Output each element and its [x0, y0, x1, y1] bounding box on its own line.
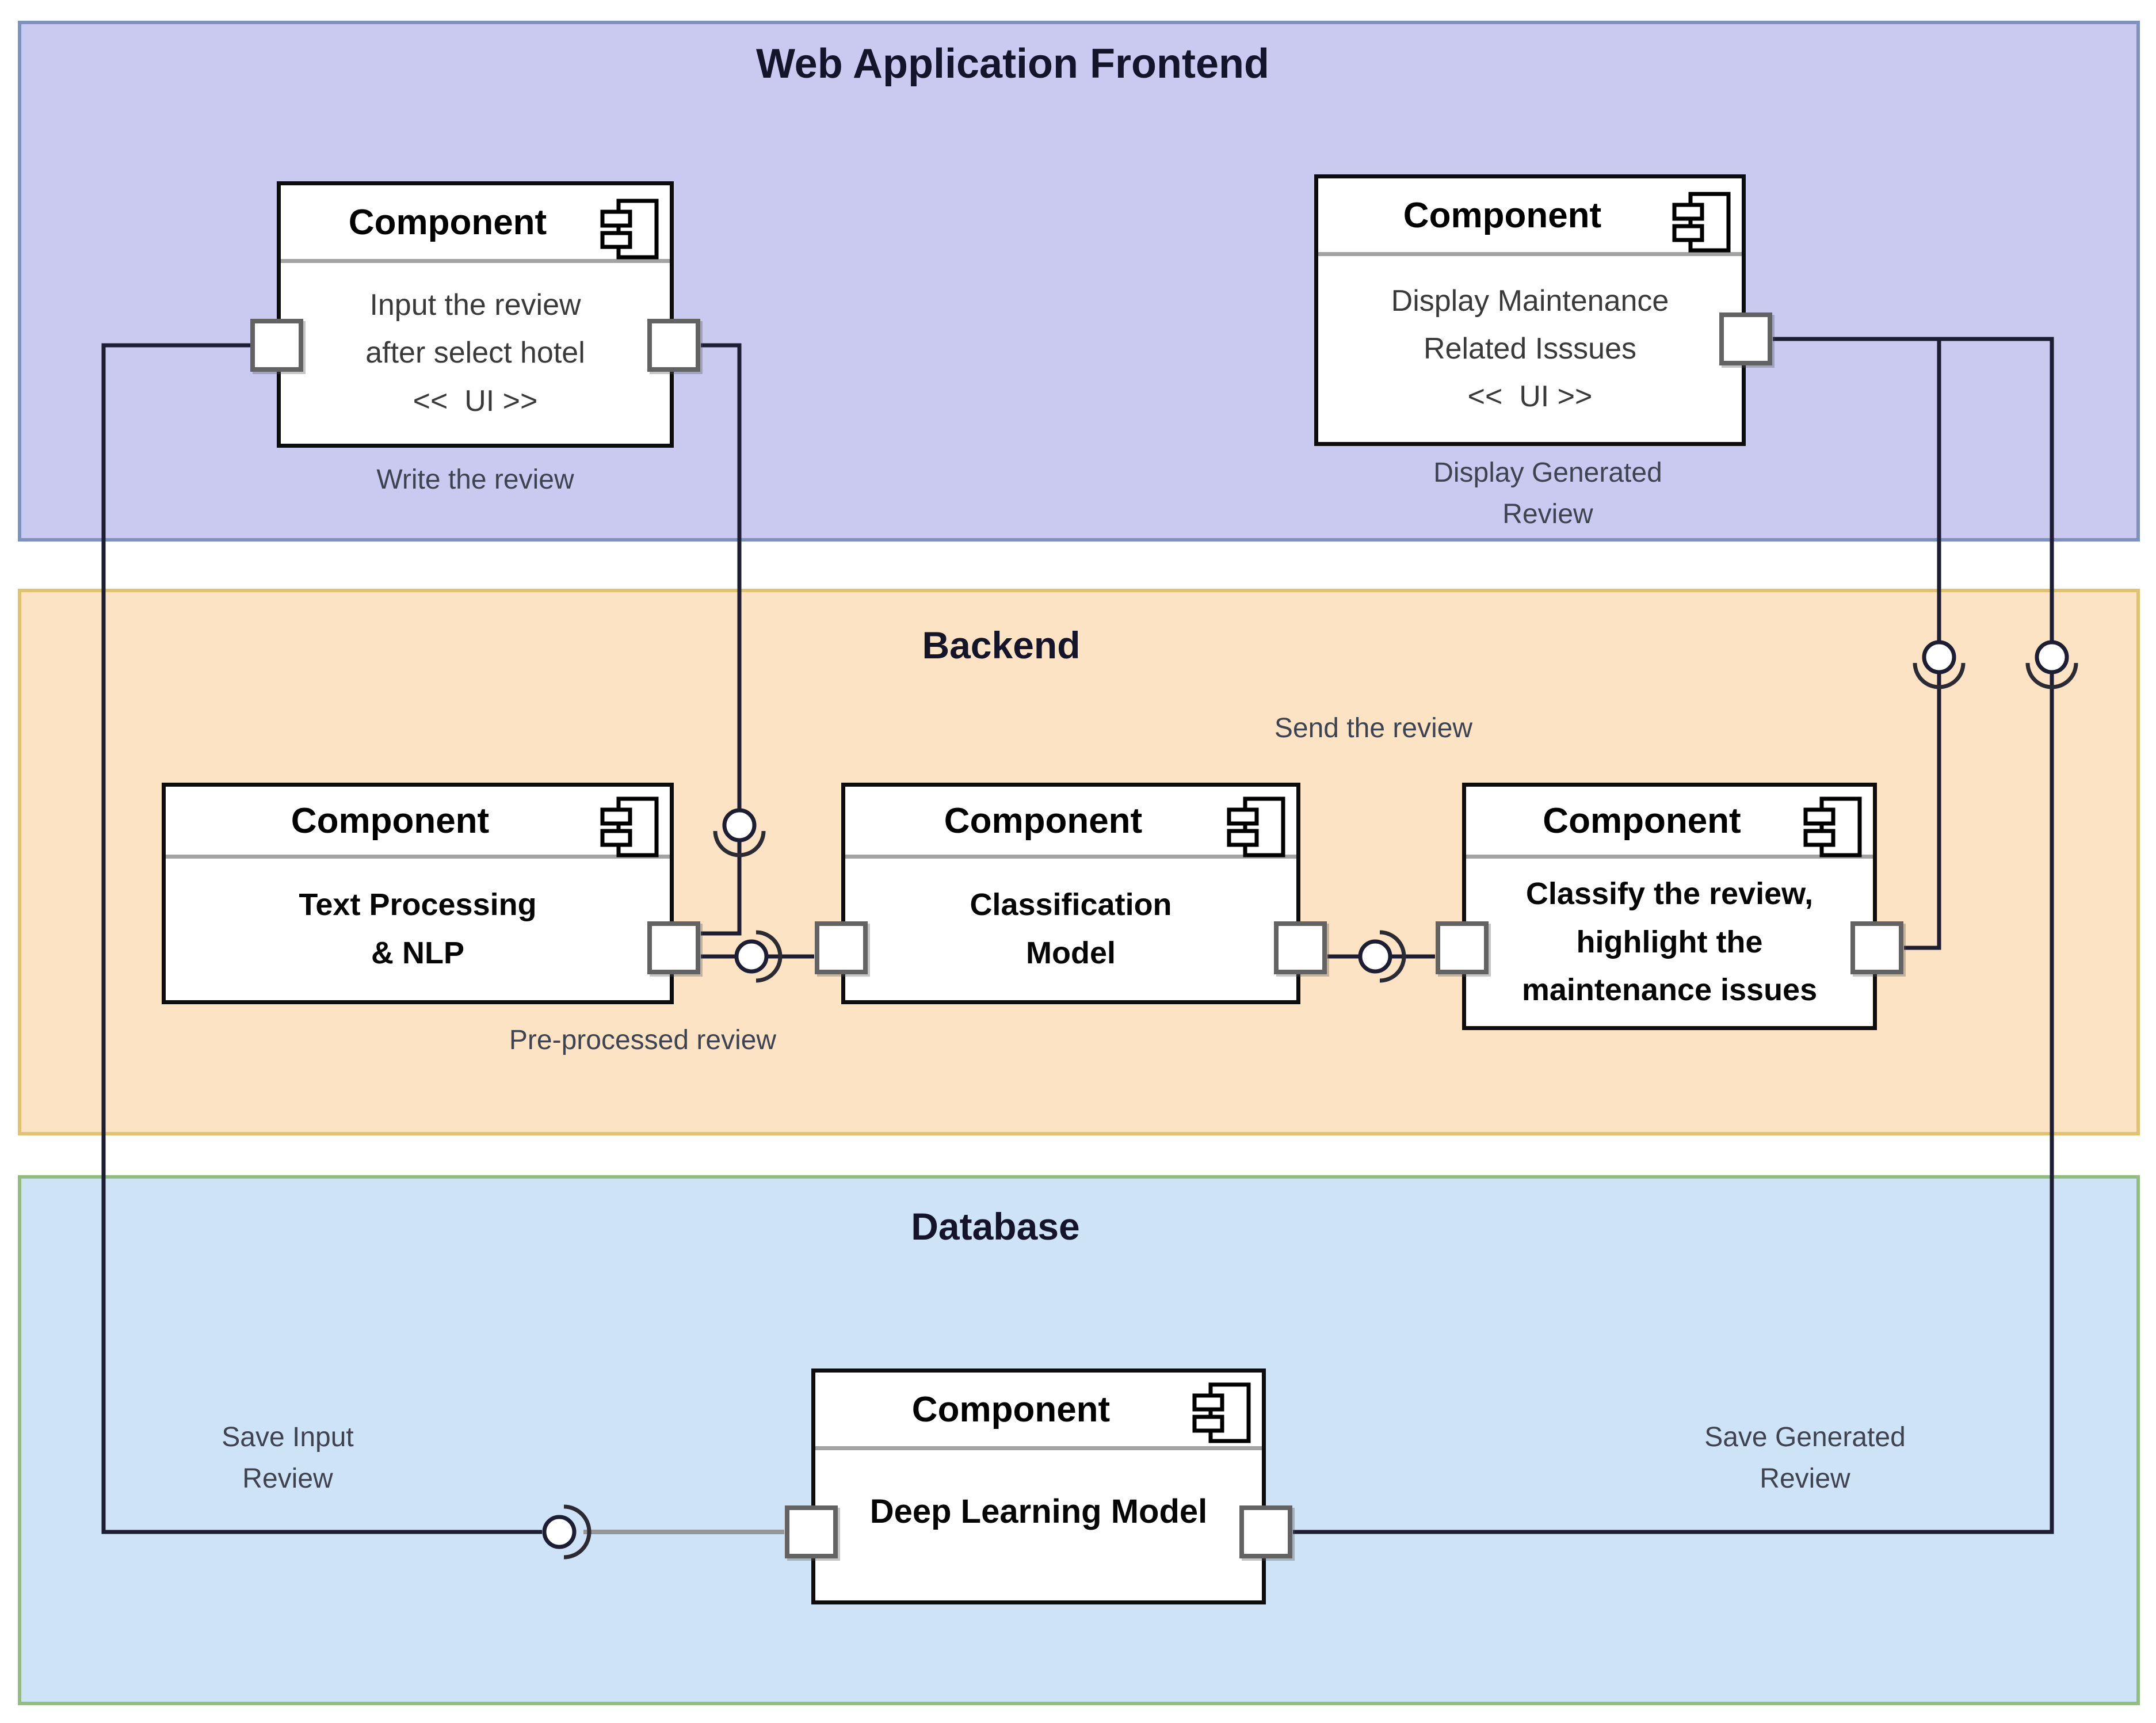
required-interface-socket	[2025, 662, 2078, 689]
body-line: Classify the review,	[1525, 876, 1814, 911]
edge-label-send-the-review: Send the review	[1274, 713, 1473, 744]
provided-interface-ball	[1922, 640, 1956, 674]
component-icon	[1192, 1382, 1251, 1443]
port-classification-right	[1274, 921, 1327, 974]
component-body: Classification Model	[845, 859, 1296, 1000]
connector-input-to-deeplearning	[101, 343, 784, 1560]
component-classify-review: Component Classify the review, highlight…	[1462, 783, 1877, 1030]
component-header-label: Component	[348, 202, 547, 242]
caption-display-generated-review: Display Generated Review	[1312, 452, 1784, 535]
provided-interface-ball	[542, 1515, 577, 1549]
body-line: Classification	[970, 887, 1172, 923]
divider	[1318, 252, 1742, 256]
component-header-label: Component	[1403, 195, 1602, 235]
component-header: Component	[815, 1373, 1262, 1446]
component-header-label: Component	[1543, 800, 1741, 841]
component-header: Component	[845, 787, 1296, 857]
caption-line: Save Input	[222, 1422, 354, 1453]
component-body: Display Maintenance Related Isssues << U…	[1318, 256, 1742, 442]
port-deep-learning-right	[1239, 1505, 1292, 1558]
divider	[1466, 855, 1873, 859]
edge-label-save-input-review: Save Input Review	[52, 1417, 524, 1500]
database-layer-title: Database	[911, 1205, 1080, 1248]
component-body: Text Processing & NLP	[166, 859, 670, 1000]
frontend-layer-title: Web Application Frontend	[756, 41, 1269, 87]
component-header-label: Component	[911, 1389, 1111, 1430]
caption-line: Review	[1760, 1463, 1850, 1494]
body-line: Deep Learning Model	[869, 1493, 1208, 1530]
required-interface-socket	[1379, 930, 1406, 983]
body-line: after select hotel	[365, 336, 585, 370]
provided-interface-ball	[2035, 640, 2069, 674]
port-classify-right	[1850, 921, 1903, 974]
component-header: Component	[281, 185, 670, 260]
component-body: Deep Learning Model	[815, 1450, 1262, 1600]
port-deep-learning-left	[785, 1505, 838, 1558]
provided-interface-ball	[722, 808, 757, 843]
caption-line: Review	[1502, 499, 1593, 529]
component-display-issues: Component Display Maintenance Related Is…	[1314, 174, 1746, 446]
required-interface-socket	[755, 930, 783, 983]
port-input-review-right	[647, 319, 700, 372]
connector-classification-to-classify	[1327, 930, 1435, 983]
caption-write-the-review: Write the review	[376, 464, 574, 495]
component-body: Classify the review, highlight the maint…	[1466, 859, 1873, 1026]
port-classify-left	[1436, 921, 1489, 974]
component-icon	[600, 199, 659, 260]
backend-layer-title: Backend	[922, 624, 1081, 666]
divider	[815, 1446, 1262, 1450]
caption-pre-processed-review: Pre-processed review	[509, 1025, 777, 1055]
port-classification-left	[815, 921, 868, 974]
edge-label-save-generated-review: Save Generated Review	[1569, 1417, 2041, 1500]
caption-line: Review	[242, 1463, 333, 1494]
stereotype-label: << UI >>	[1467, 380, 1593, 414]
body-line: Related Isssues	[1424, 331, 1636, 365]
body-line: maintenance issues	[1521, 973, 1818, 1008]
body-line: Text Processing	[299, 887, 537, 923]
body-line: highlight the	[1576, 924, 1763, 959]
port-input-review-left	[250, 319, 303, 372]
divider	[281, 259, 670, 263]
body-line: Display Maintenance	[1391, 284, 1669, 318]
connector-textprocessing-to-classification	[701, 930, 814, 983]
component-deep-learning: Component Deep Learning Model	[811, 1369, 1266, 1604]
port-display-issues-right	[1719, 312, 1772, 365]
connector-display-to-classify	[1904, 339, 1966, 950]
component-header-label: Component	[944, 800, 1143, 841]
caption-line: Save Generated	[1704, 1422, 1906, 1453]
component-input-review: Component Input the review after select …	[277, 181, 674, 448]
component-header: Component	[1318, 178, 1742, 253]
component-header: Component	[166, 787, 670, 857]
component-icon	[1803, 796, 1862, 857]
connector-input-to-textprocessing	[701, 343, 766, 936]
component-icon	[600, 796, 659, 857]
component-icon	[1672, 192, 1731, 253]
component-text-processing: Component Text Processing & NLP	[162, 783, 674, 1004]
divider	[845, 855, 1296, 859]
required-interface-socket	[563, 1504, 592, 1560]
provided-interface-ball	[1358, 939, 1392, 974]
divider	[166, 855, 670, 859]
component-icon	[1227, 796, 1285, 857]
component-body: Input the review after select hotel << U…	[281, 263, 670, 444]
stereotype-label: << UI >>	[413, 384, 538, 418]
required-interface-socket	[713, 830, 766, 857]
port-text-processing-right	[647, 921, 700, 974]
component-classification-model: Component Classification Model	[841, 783, 1300, 1004]
provided-interface-ball	[734, 939, 769, 974]
body-line: & NLP	[371, 936, 464, 970]
component-header-label: Component	[291, 800, 490, 841]
connector-display-to-deeplearning	[1293, 337, 2078, 1534]
caption-line: Display Generated	[1433, 458, 1662, 488]
component-header: Component	[1466, 787, 1873, 857]
body-line: Model	[1026, 936, 1116, 970]
body-line: Input the review	[369, 288, 581, 322]
required-interface-socket	[1913, 662, 1966, 689]
